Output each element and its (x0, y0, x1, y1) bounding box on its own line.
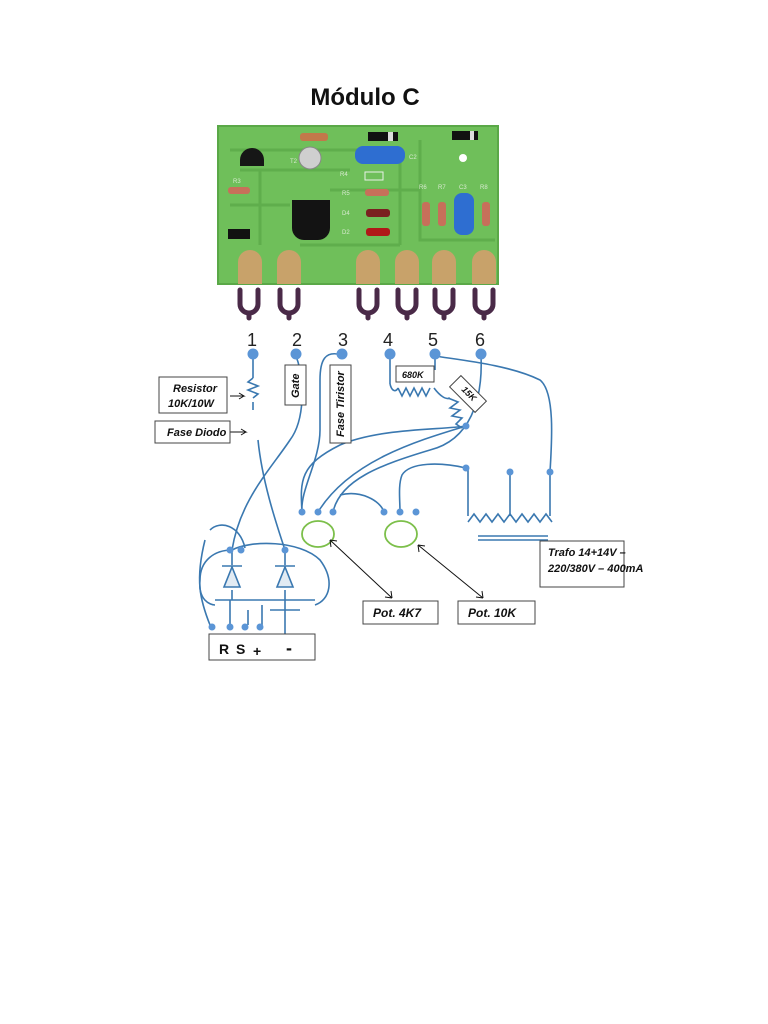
label-fase-tiristor: Fase Tiristor (329, 364, 352, 444)
pot-4k7-body (301, 520, 335, 548)
silk-r6: R6 (419, 185, 427, 191)
pot-10k-body (384, 520, 418, 548)
silk-c3: C3 (459, 185, 467, 191)
silk-r8: R8 (480, 185, 488, 191)
transistor-t1 (240, 148, 264, 166)
svg-text:+: + (253, 643, 261, 659)
svg-text:Pot. 4K7: Pot. 4K7 (373, 606, 422, 620)
page-title: Módulo C (310, 84, 420, 111)
svg-text:Pot. 10K: Pot. 10K (468, 606, 517, 620)
label-gate: Gate (284, 364, 307, 406)
small-nodes (208, 422, 554, 631)
label-pot-4k7: Pot. 4K7 (362, 600, 439, 625)
pot-arrows (230, 392, 484, 599)
wiring (198, 353, 553, 640)
diode-left (222, 564, 242, 588)
svg-text:220/380V – 400mA: 220/380V – 400mA (547, 563, 643, 575)
svg-text:Gate: Gate (290, 374, 302, 398)
capacitor-c3 (454, 193, 474, 235)
label-pot-10k: Pot. 10K (457, 600, 536, 625)
label-fase-diodo: Fase Diodo (154, 420, 231, 444)
terminal-number-6: 6 (475, 330, 485, 350)
svg-text:S: S (236, 641, 245, 657)
silk-r5: R5 (342, 191, 350, 197)
terminal-nodes (247, 348, 487, 360)
node-terminal-4 (384, 348, 396, 360)
silk-t2: T2 (290, 159, 298, 165)
svg-text:Fase Tiristor: Fase Tiristor (335, 370, 347, 437)
silk-d4: D4 (342, 211, 350, 217)
node-terminal-1 (247, 348, 259, 360)
terminal-number-1: 1 (247, 330, 257, 350)
terminal-number-4: 4 (383, 330, 393, 350)
terminal-number-5: 5 (428, 330, 438, 350)
capacitor-c2 (355, 146, 405, 164)
thyristor-package (292, 200, 330, 240)
label-15k: 15K (448, 374, 488, 414)
svg-text:10K/10W: 10K/10W (168, 398, 215, 410)
pcb-pads (238, 250, 496, 284)
label-trafo: Trafo 14+14V – 220/380V – 400mA (539, 540, 643, 588)
svg-text:Resistor: Resistor (173, 383, 218, 395)
terminal-number-2: 2 (292, 330, 302, 350)
node-terminal-6 (475, 348, 487, 360)
svg-text:Trafo 14+14V –: Trafo 14+14V – (548, 547, 626, 559)
label-rs-connector: R S + - (208, 633, 316, 661)
silk-d2: D2 (342, 230, 350, 236)
silk-r3: R3 (233, 179, 241, 185)
terminal-number-3: 3 (338, 330, 348, 350)
node-terminal-3 (336, 348, 348, 360)
pcb-board: T2 C2 R4 R5 D4 D2 R6 R7 R8 C3 R3 (217, 125, 499, 285)
transistor-t2 (298, 146, 322, 170)
diode-right (275, 564, 295, 588)
terminal-lugs (237, 287, 496, 321)
silk-c2: C2 (409, 155, 417, 161)
svg-text:680K: 680K (402, 370, 425, 380)
silk-r7: R7 (438, 185, 446, 191)
node-terminal-2 (290, 348, 302, 360)
svg-text:-: - (286, 638, 292, 658)
label-resistor: Resistor 10K/10W (158, 376, 228, 414)
svg-text:R: R (219, 641, 229, 657)
label-680k: 680K (395, 365, 435, 383)
node-terminal-5 (429, 348, 441, 360)
svg-text:Fase Diodo: Fase Diodo (167, 427, 227, 439)
silk-r4: R4 (340, 172, 348, 178)
